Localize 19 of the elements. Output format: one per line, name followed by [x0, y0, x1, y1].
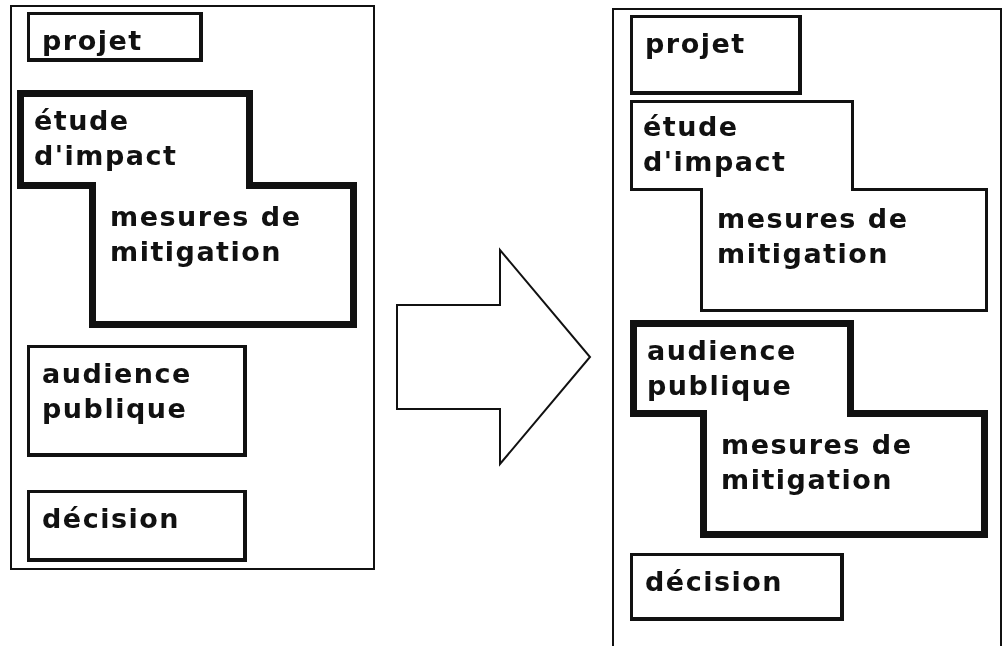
- box-label: audience publique: [42, 357, 193, 426]
- block-arrow: [396, 247, 592, 467]
- box-label: audience publique: [647, 334, 798, 403]
- box-label: mesures de mitigation: [717, 202, 910, 271]
- step-box: [27, 12, 203, 62]
- box-label: projet: [42, 24, 143, 58]
- panel-frame: [10, 5, 375, 570]
- box-label: étude d'impact: [643, 110, 788, 179]
- box-label: étude d'impact: [34, 104, 179, 173]
- step-box: [27, 490, 247, 562]
- box-label: décision: [645, 565, 783, 599]
- step-box: [630, 553, 844, 621]
- step-box: [27, 345, 247, 457]
- step-box: [630, 15, 802, 95]
- box-label: mesures de mitigation: [721, 428, 914, 497]
- panel-frame: [612, 8, 1002, 646]
- box-label: décision: [42, 502, 180, 536]
- box-label: projet: [645, 27, 746, 61]
- box-label: mesures de mitigation: [110, 200, 303, 269]
